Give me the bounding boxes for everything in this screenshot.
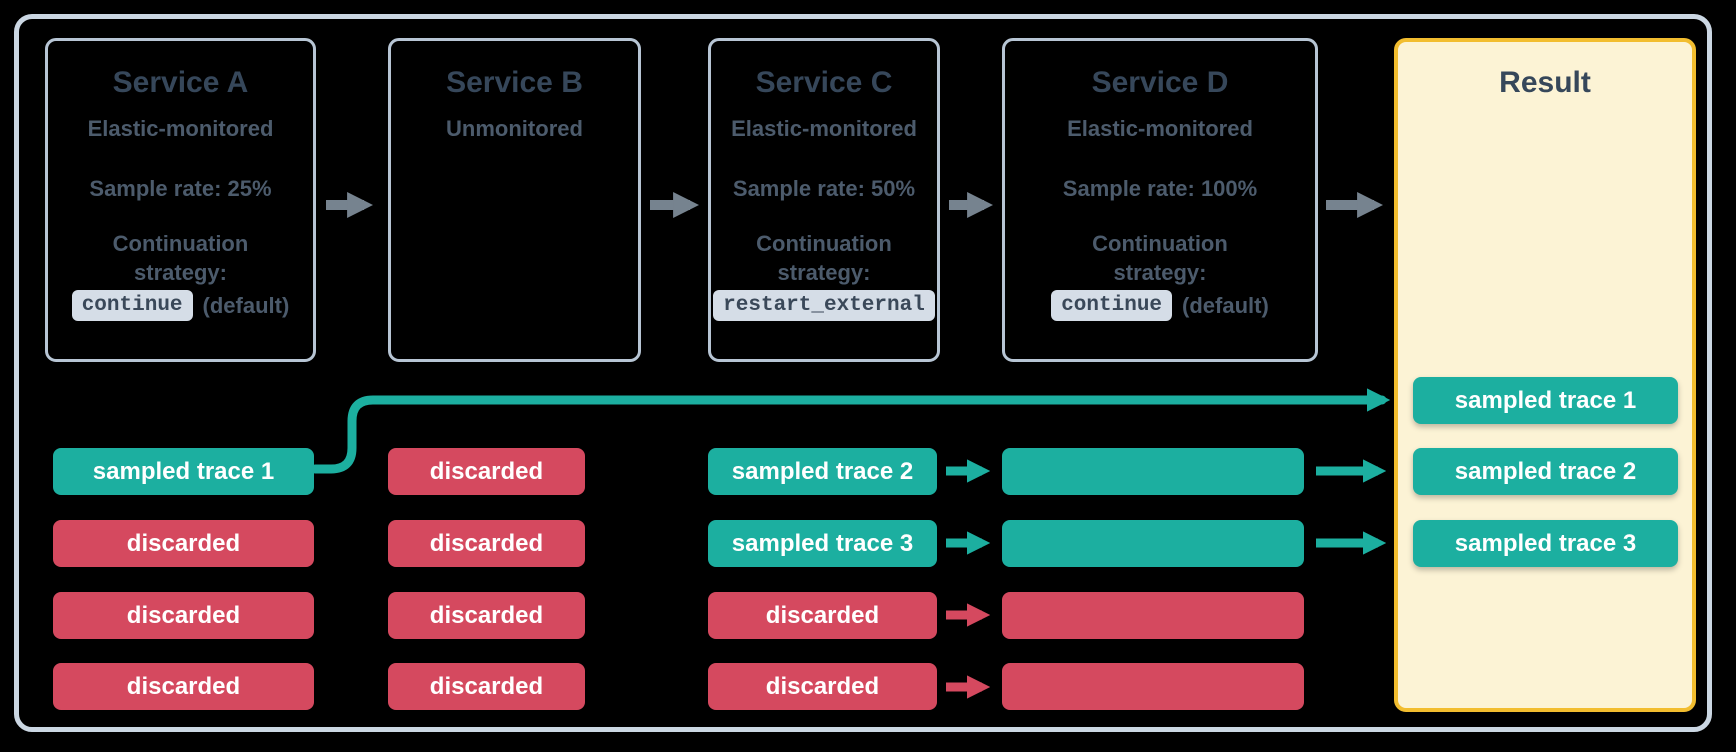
service-a-strategy-code-badge: continue (71, 290, 193, 322)
pill-service-d-discarded-2 (1002, 663, 1304, 710)
service-a-strategy-value-row: continue (default) (71, 290, 290, 322)
service-d-strategy-label: Continuation strategy: (1092, 231, 1228, 286)
pill-result-sampled-trace-1: sampled trace 1 (1413, 377, 1678, 424)
pill-service-a-discarded-1: discarded (53, 520, 314, 567)
service-a-sample-rate: Sample rate: 25% (89, 176, 272, 201)
pill-service-a-discarded-2: discarded (53, 592, 314, 639)
pill-result-sampled-trace-3: sampled trace 3 (1413, 520, 1678, 567)
service-d-strategy-code-badge: continue (1051, 290, 1173, 322)
service-d-monitoring: Elastic-monitored (1067, 116, 1253, 141)
pill-service-a-discarded-3: discarded (53, 663, 314, 710)
service-a-monitoring: Elastic-monitored (87, 116, 274, 141)
service-b-name: Service B (446, 66, 583, 99)
service-a-strategy-default-note: (default) (202, 292, 290, 318)
service-box-b: Service B Unmonitored (388, 38, 641, 362)
service-box-d: Service D Elastic-monitored Sample rate:… (1002, 38, 1318, 362)
pill-service-b-discarded-1: discarded (388, 448, 585, 495)
pill-result-sampled-trace-2: sampled trace 2 (1413, 448, 1678, 495)
pill-service-a-sampled-trace-1: sampled trace 1 (53, 448, 314, 495)
result-box: Result (1394, 38, 1696, 712)
service-c-strategy-value-row: restart_external (713, 290, 935, 322)
service-a-strategy-label: Continuation strategy: (112, 231, 249, 286)
service-c-strategy-label: Continuation strategy: (756, 231, 892, 286)
pill-service-d-sampled-2 (1002, 520, 1304, 567)
service-box-c: Service C Elastic-monitored Sample rate:… (708, 38, 940, 362)
service-c-monitoring: Elastic-monitored (731, 116, 917, 141)
service-c-strategy-code-badge: restart_external (713, 290, 935, 322)
pill-service-d-sampled-1 (1002, 448, 1304, 495)
service-a-name: Service A (112, 66, 249, 99)
pill-service-d-discarded-1 (1002, 592, 1304, 639)
pill-service-b-discarded-4: discarded (388, 663, 585, 710)
pill-service-c-sampled-trace-3: sampled trace 3 (708, 520, 937, 567)
pill-service-c-sampled-trace-2: sampled trace 2 (708, 448, 937, 495)
service-box-a: Service A Elastic-monitored Sample rate:… (45, 38, 316, 362)
service-d-name: Service D (1091, 66, 1229, 99)
pill-service-c-discarded-1: discarded (708, 592, 937, 639)
service-c-sample-rate: Sample rate: 50% (732, 176, 916, 201)
result-title: Result (1499, 66, 1591, 99)
pill-service-c-discarded-2: discarded (708, 663, 937, 710)
service-d-strategy-default-note: (default) (1182, 292, 1269, 318)
pill-service-b-discarded-2: discarded (388, 520, 585, 567)
diagram-frame-border (14, 14, 1712, 732)
service-d-sample-rate: Sample rate: 100% (1062, 176, 1258, 201)
pill-service-b-discarded-3: discarded (388, 592, 585, 639)
service-b-monitoring: Unmonitored (446, 116, 583, 141)
service-c-name: Service C (755, 66, 893, 99)
service-d-strategy-value-row: continue (default) (1051, 290, 1269, 322)
